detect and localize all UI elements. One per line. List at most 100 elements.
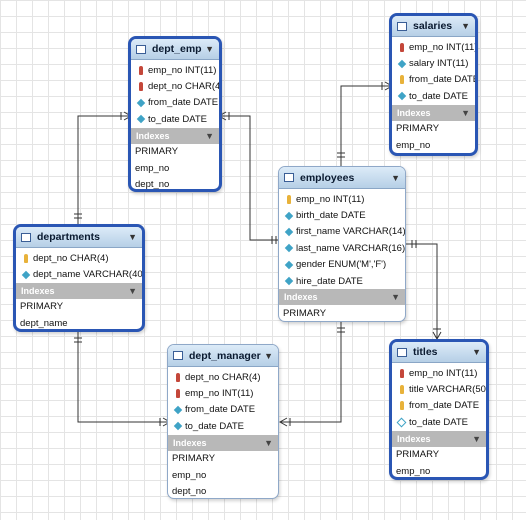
indexes-header[interactable]: Indexes▼ bbox=[279, 289, 405, 306]
index-row[interactable]: dept_no bbox=[135, 179, 170, 191]
index-row[interactable]: dept_name bbox=[20, 317, 68, 329]
table-dept-manager[interactable]: dept_manager ▼ dept_no CHAR(4) emp_no IN… bbox=[167, 344, 279, 499]
column-row[interactable]: dept_no CHAR(4) bbox=[16, 250, 142, 266]
column-row[interactable]: dept_no CHAR(4) bbox=[131, 78, 219, 94]
table-header[interactable]: titles ▼ bbox=[392, 342, 486, 363]
column-row[interactable]: from_date DATE bbox=[168, 402, 278, 418]
relationship-dept-emp-departments[interactable] bbox=[77, 115, 131, 228]
column-row[interactable]: salary INT(11) bbox=[392, 55, 475, 71]
column-row[interactable]: emp_no INT(11) bbox=[392, 365, 486, 381]
indexes-label: Indexes bbox=[136, 130, 170, 141]
table-icon bbox=[21, 232, 31, 242]
collapse-arrow-icon[interactable]: ▼ bbox=[264, 437, 273, 448]
collapse-arrow-icon[interactable]: ▼ bbox=[391, 172, 400, 183]
column-row[interactable]: from_date DATE bbox=[392, 398, 486, 414]
crows-foot-dept-manager-right bbox=[278, 417, 291, 427]
relationship-dept-emp-employees[interactable] bbox=[219, 115, 283, 241]
table-employees[interactable]: employees ▼ emp_no INT(11) birth_date DA… bbox=[278, 166, 406, 322]
column-label: from_date DATE bbox=[148, 97, 219, 109]
column-icon bbox=[283, 244, 294, 253]
collapse-arrow-icon[interactable]: ▼ bbox=[472, 433, 481, 444]
one-marker-employees-bottom bbox=[337, 327, 345, 333]
relationship-departments-dept-manager[interactable] bbox=[77, 331, 170, 423]
column-label: to_date DATE bbox=[185, 420, 244, 432]
table-dept-emp[interactable]: dept_emp ▼ emp_no INT(11) dept_no CHAR(4… bbox=[128, 36, 222, 192]
indexes-header[interactable]: Indexes ▼ bbox=[131, 127, 219, 144]
table-header[interactable]: departments ▼ bbox=[16, 227, 142, 248]
index-row[interactable]: PRIMARY bbox=[396, 123, 440, 135]
column-row[interactable]: to_date DATE bbox=[131, 111, 219, 127]
table-salaries[interactable]: salaries ▼ emp_no INT(11) salary INT(11)… bbox=[389, 13, 478, 156]
table-header[interactable]: dept_emp ▼ bbox=[131, 39, 219, 60]
collapse-arrow-icon[interactable]: ▼ bbox=[205, 44, 214, 54]
key-icon bbox=[396, 75, 407, 85]
column-row[interactable]: emp_no INT(11) bbox=[392, 39, 475, 55]
collapse-arrow-icon[interactable]: ▼ bbox=[461, 21, 470, 31]
table-header[interactable]: dept_manager ▼ bbox=[168, 345, 278, 367]
column-row[interactable]: to_date DATE bbox=[168, 418, 278, 434]
collapse-arrow-icon[interactable]: ▼ bbox=[205, 130, 214, 141]
relationship-employees-dept-manager[interactable] bbox=[280, 321, 342, 423]
column-icon bbox=[135, 98, 146, 108]
index-row[interactable]: PRIMARY bbox=[172, 453, 216, 465]
table-titles[interactable]: titles ▼ emp_no INT(11) title VARCHAR(50… bbox=[389, 339, 489, 480]
column-row[interactable]: to_date DATE bbox=[392, 88, 475, 104]
collapse-arrow-icon[interactable]: ▼ bbox=[264, 350, 273, 361]
column-row[interactable]: emp_no INT(11) bbox=[168, 385, 278, 401]
index-row[interactable]: emp_no bbox=[396, 465, 431, 477]
index-row[interactable]: emp_no bbox=[172, 469, 207, 481]
column-row[interactable]: first_name VARCHAR(14) bbox=[279, 224, 405, 240]
table-header[interactable]: salaries ▼ bbox=[392, 16, 475, 37]
column-label: last_name VARCHAR(16) bbox=[296, 242, 406, 254]
column-row[interactable]: dept_no CHAR(4) bbox=[168, 369, 278, 385]
index-row[interactable]: dept_no bbox=[172, 486, 207, 498]
table-departments[interactable]: departments ▼ dept_no CHAR(4) dept_name … bbox=[13, 224, 145, 332]
indexes-header[interactable]: Indexes ▼ bbox=[392, 430, 486, 447]
column-row[interactable]: gender ENUM('M','F') bbox=[279, 257, 405, 273]
column-label: emp_no INT(11) bbox=[148, 64, 217, 76]
column-icon bbox=[396, 92, 407, 101]
table-title: departments bbox=[37, 231, 101, 243]
index-row[interactable]: emp_no bbox=[135, 162, 170, 174]
primary-key-icon bbox=[135, 65, 146, 75]
relationship-salaries-employees[interactable] bbox=[340, 85, 392, 168]
relationship-employees-titles[interactable] bbox=[405, 243, 438, 339]
index-row[interactable]: PRIMARY bbox=[135, 146, 179, 158]
indexes-header[interactable]: Indexes▼ bbox=[168, 434, 278, 451]
column-icon bbox=[20, 270, 31, 279]
column-row[interactable]: emp_no INT(11) bbox=[131, 62, 219, 78]
index-row[interactable]: PRIMARY bbox=[20, 301, 64, 313]
column-row[interactable]: to_date DATE bbox=[392, 414, 486, 430]
column-label: from_date DATE bbox=[409, 400, 480, 412]
table-header[interactable]: employees ▼ bbox=[279, 167, 405, 189]
column-row[interactable]: from_date DATE bbox=[392, 72, 475, 88]
indexes-header[interactable]: Indexes▼ bbox=[16, 282, 142, 299]
indexes-header[interactable]: Indexes▼ bbox=[392, 104, 475, 121]
column-row[interactable]: hire_date DATE bbox=[279, 273, 405, 289]
key-icon bbox=[396, 385, 407, 395]
collapse-arrow-icon[interactable]: ▼ bbox=[128, 232, 137, 242]
column-row[interactable]: title VARCHAR(50) bbox=[392, 381, 486, 397]
column-label: first_name VARCHAR(14) bbox=[296, 226, 406, 238]
column-label: gender ENUM('M','F') bbox=[296, 259, 387, 271]
collapse-arrow-icon[interactable]: ▼ bbox=[128, 285, 137, 296]
collapse-arrow-icon[interactable]: ▼ bbox=[391, 292, 400, 303]
collapse-arrow-icon[interactable]: ▼ bbox=[461, 107, 470, 118]
column-label: from_date DATE bbox=[409, 74, 478, 86]
column-row[interactable]: last_name VARCHAR(16) bbox=[279, 240, 405, 256]
column-label: birth_date DATE bbox=[296, 210, 366, 222]
index-row[interactable]: PRIMARY bbox=[396, 449, 440, 461]
column-row[interactable]: emp_no INT(11) bbox=[279, 191, 405, 207]
primary-key-icon bbox=[172, 389, 183, 399]
collapse-arrow-icon[interactable]: ▼ bbox=[472, 347, 481, 357]
column-row[interactable]: dept_name VARCHAR(40) bbox=[16, 266, 142, 282]
column-label: title VARCHAR(50) bbox=[409, 384, 489, 396]
primary-key-icon bbox=[135, 82, 146, 92]
column-row[interactable]: birth_date DATE bbox=[279, 207, 405, 223]
index-row[interactable]: emp_no bbox=[396, 139, 431, 151]
one-marker-departments-bottom bbox=[74, 337, 82, 343]
column-row[interactable]: from_date DATE bbox=[131, 95, 219, 111]
index-row[interactable]: PRIMARY bbox=[283, 308, 327, 320]
indexes-label: Indexes bbox=[397, 433, 431, 444]
